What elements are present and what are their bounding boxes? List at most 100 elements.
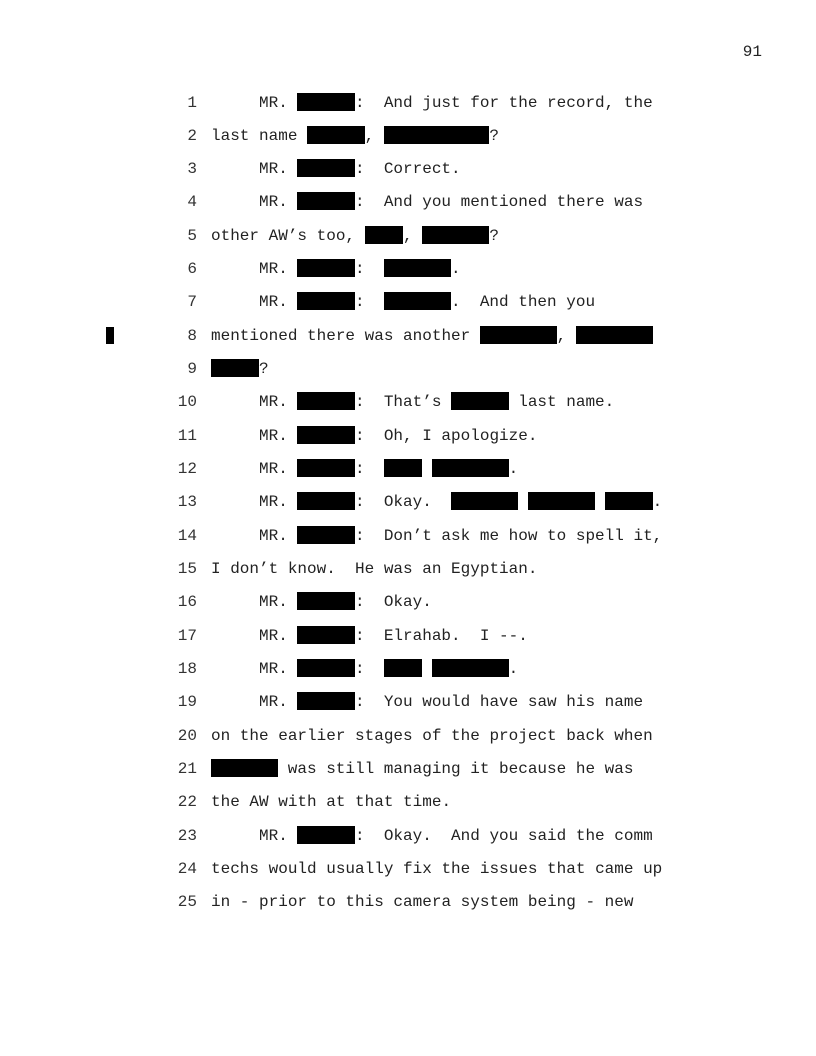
page-number: 91	[742, 43, 762, 61]
redaction-box	[211, 759, 279, 778]
redaction-box	[383, 459, 423, 478]
text-segment: mentioned there was another	[211, 326, 480, 345]
line-number: 11	[177, 426, 197, 445]
line-text: other AW’s too, , ?	[211, 220, 499, 253]
redaction-box	[383, 292, 452, 311]
text-segment: : Don’t ask me how to spell it,	[355, 526, 663, 545]
line-number: 3	[187, 160, 197, 179]
text-segment: in - prior to this camera system being -…	[211, 893, 634, 912]
line-text: mentioned there was another ,	[211, 320, 653, 353]
margin-change-bar	[106, 327, 114, 344]
text-segment: .	[508, 660, 519, 679]
text-segment: MR.	[211, 693, 298, 712]
text-segment: MR.	[211, 460, 298, 479]
redaction-box	[451, 492, 519, 511]
redaction-box	[451, 392, 509, 411]
line-text: MR. : And you mentioned there was	[211, 186, 643, 219]
text-segment: the AW with at that time.	[211, 793, 452, 812]
line-number: 20	[177, 726, 197, 745]
redaction-box	[383, 659, 423, 678]
text-segment: MR.	[211, 193, 298, 212]
redaction-box	[297, 592, 356, 611]
redaction-box	[297, 392, 356, 411]
line-number: 14	[177, 526, 197, 545]
redaction-box	[297, 425, 356, 444]
text-segment: :	[355, 660, 384, 679]
text-segment: was still managing it because he was	[278, 760, 634, 779]
redaction-box	[604, 492, 653, 511]
text-segment: : You would have saw his name	[355, 693, 644, 712]
line-number: 24	[177, 860, 197, 879]
line-text: last name , ?	[211, 120, 499, 153]
line-text: the AW with at that time.	[211, 786, 451, 819]
line-number: 22	[177, 793, 197, 812]
text-segment: techs would usually fix the issues that …	[211, 860, 663, 879]
text-segment: MR.	[211, 493, 298, 512]
text-segment: ?	[489, 226, 500, 245]
text-segment: MR.	[211, 660, 298, 679]
line-text: was still managing it because he was	[211, 753, 633, 786]
redaction-box	[422, 225, 490, 244]
line-text: MR. : And just for the record, the	[211, 87, 653, 120]
text-segment: MR.	[211, 826, 298, 845]
text-segment: : Okay.	[355, 593, 432, 612]
line-number: 2	[187, 126, 197, 145]
redaction-box	[297, 459, 356, 478]
text-segment: :	[355, 293, 384, 312]
line-text: in - prior to this camera system being -…	[211, 886, 633, 919]
text-segment: ?	[489, 126, 500, 145]
text-segment	[518, 493, 528, 511]
line-text: MR. : .	[211, 253, 461, 286]
line-text: on the earlier stages of the project bac…	[211, 720, 653, 753]
redaction-box	[297, 259, 356, 278]
line-text: MR. : Elrahab. I --.	[211, 620, 528, 653]
text-segment: MR.	[211, 260, 298, 279]
text-segment	[595, 493, 605, 511]
redaction-box	[383, 125, 490, 144]
line-number: 6	[187, 260, 197, 279]
text-segment: MR.	[211, 93, 298, 112]
redaction-box	[307, 125, 365, 144]
redaction-box	[297, 625, 356, 644]
redaction-box	[211, 359, 259, 378]
text-segment: . And then you	[451, 293, 596, 312]
line-number: 9	[187, 360, 197, 379]
redaction-box	[297, 525, 356, 544]
text-segment: ,	[364, 126, 384, 145]
text-segment: on the earlier stages of the project bac…	[211, 726, 653, 745]
redaction-box	[364, 225, 404, 244]
text-segment: other AW’s too,	[211, 226, 365, 245]
line-number: 8	[187, 326, 197, 345]
line-text: I don’t know. He was an Egyptian.	[211, 553, 537, 586]
redaction-box	[431, 659, 509, 678]
text-segment: .	[451, 260, 461, 279]
text-segment: I don’t know. He was an Egyptian.	[211, 560, 538, 579]
text-segment: : And you mentioned there was	[355, 193, 644, 212]
text-segment: : Okay.	[355, 493, 452, 512]
line-number: 25	[177, 893, 197, 912]
line-number: 19	[177, 693, 197, 712]
text-segment: ,	[556, 326, 576, 345]
redaction-box	[297, 492, 356, 511]
redaction-box	[575, 325, 653, 344]
line-number: 13	[177, 493, 197, 512]
redaction-box	[479, 325, 557, 344]
redaction-box	[297, 92, 356, 111]
line-number: 23	[177, 826, 197, 845]
line-number: 15	[177, 560, 197, 579]
text-segment: : And just for the record, the	[355, 93, 653, 112]
line-text: MR. : Correct.	[211, 153, 461, 186]
line-number: 18	[177, 660, 197, 679]
text-segment	[422, 460, 432, 478]
redaction-box	[297, 659, 356, 678]
line-text: MR. : Okay. And you said the comm	[211, 820, 653, 853]
text-segment: MR.	[211, 160, 298, 179]
line-number: 4	[187, 193, 197, 212]
line-text: MR. : That’s last name.	[211, 386, 614, 419]
text-segment: ,	[403, 226, 423, 245]
line-number: 10	[177, 393, 197, 412]
text-segment: : Oh, I apologize.	[355, 426, 538, 445]
text-segment: :	[355, 460, 384, 479]
line-number: 1	[187, 93, 197, 112]
line-text: MR. : .	[211, 453, 518, 486]
